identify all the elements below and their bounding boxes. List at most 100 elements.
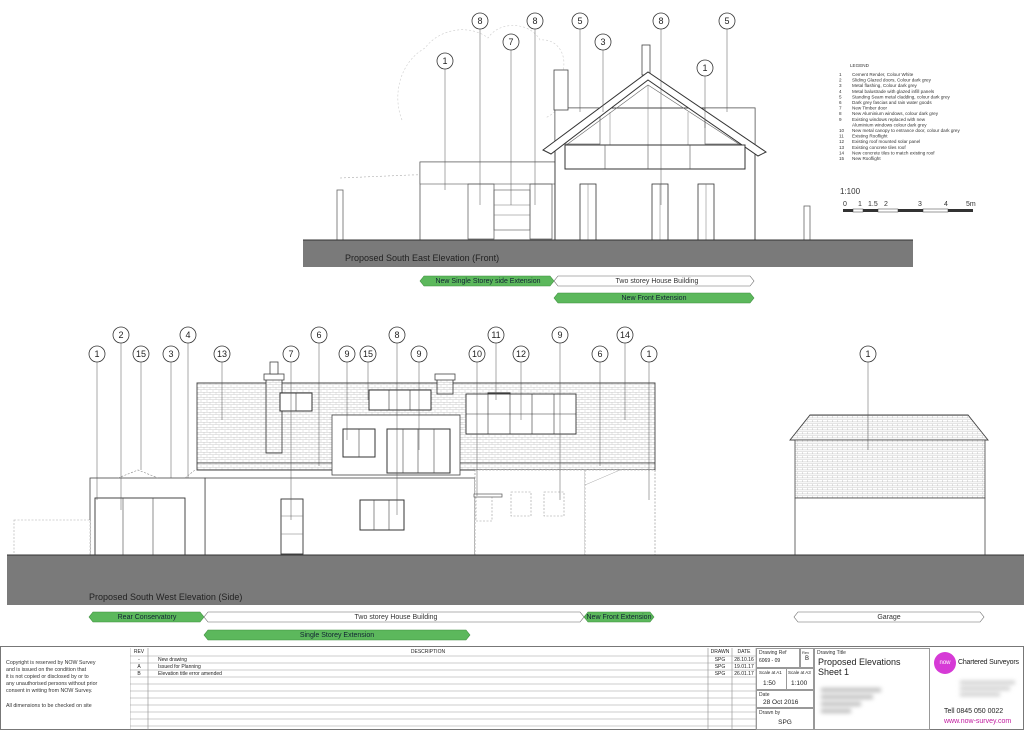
callout-number: 13: [217, 349, 227, 359]
date-cell: Date 28 Oct 2016: [756, 690, 814, 708]
callout-marker: 1: [88, 345, 106, 363]
callout-number: 8: [477, 16, 482, 26]
legend-text: New Timber door: [852, 106, 887, 111]
callout-number: 8: [658, 16, 663, 26]
drawing-ref-cell: Drawing Ref 6069 - 09: [756, 648, 800, 668]
legend-text: Sliding Glazed doors, Colour dark grey: [852, 78, 932, 83]
copyright-line: it is not copied or disclosed by or to: [6, 674, 89, 680]
side-ground-floor-wall: [204, 477, 476, 556]
legend-number: 4: [839, 89, 842, 94]
legend-number: 1: [839, 72, 842, 77]
scale-a3-label: Scale at A3: [788, 670, 811, 675]
callout-number: 15: [363, 349, 373, 359]
band-two-storey-side-label: Two storey House Building: [355, 614, 438, 621]
date-label: Date: [759, 692, 770, 698]
callout-number: 5: [724, 16, 729, 26]
callout-marker: 15: [359, 345, 377, 363]
front-bands: New Single Storey side Extension Two sto…: [419, 275, 755, 304]
dimensions-note: All dimensions to be checked on site: [6, 703, 92, 709]
callout-number: 6: [316, 330, 321, 340]
legend-number: 14: [839, 150, 845, 155]
callout-circle: [718, 12, 736, 30]
scale-a1-label: Scale at A1: [759, 670, 782, 675]
legend-text: New Rooflight: [852, 156, 881, 161]
front-elevation-title: Proposed South East Elevation (Front): [345, 253, 499, 263]
callout-marker: 1: [696, 59, 714, 77]
callout-number: 7: [288, 349, 293, 359]
side-door: [280, 498, 304, 555]
revision-rev: A: [137, 664, 141, 670]
callout-number: 7: [508, 37, 513, 47]
garage-tile-face: [794, 439, 986, 499]
legend-number: 12: [839, 139, 845, 144]
callout-number: 9: [557, 330, 562, 340]
callout-circle: [112, 326, 130, 344]
scale-tick-label: 1.5: [868, 201, 878, 208]
side-elevation-title: Proposed South West Elevation (Side): [89, 592, 242, 602]
balcony-glazing: [564, 144, 746, 170]
callout-circle: [859, 345, 877, 363]
callout-marker: 12: [512, 345, 530, 363]
scale-tick-label: 4: [944, 201, 948, 208]
drawn-header: DRAWN: [710, 649, 730, 655]
date-value: 28 Oct 2016: [763, 699, 799, 706]
legend-number: 13: [839, 145, 845, 150]
callout-marker: 10: [468, 345, 486, 363]
callout-circle: [179, 326, 197, 344]
side-ground: [7, 555, 1024, 605]
garage-wall: [794, 497, 986, 556]
callout-circle: [282, 345, 300, 363]
band-new-front-extension-side: [583, 611, 655, 623]
callout-marker: 7: [282, 345, 300, 363]
tree-outline: [397, 25, 565, 121]
legend-number: 9: [839, 117, 842, 122]
legend-text: New metal canopy to entrance door, colou…: [852, 128, 960, 133]
legend-text: Metal flashing, Colour dark grey: [852, 83, 918, 88]
legend-number: 8: [839, 111, 842, 116]
revision-grid: [130, 648, 756, 730]
chimney-left: [265, 377, 283, 454]
drawing-title-cell: Drawing Title Proposed Elevations Sheet …: [814, 648, 930, 730]
band-side-extension: [419, 275, 555, 287]
callout-circle: [468, 345, 486, 363]
drawing-title-line2: Sheet 1: [818, 667, 850, 677]
callout-number: 8: [532, 16, 537, 26]
callout-circle: [162, 345, 180, 363]
legend-text: Existing concrete tiles roof: [852, 145, 906, 150]
copyright-note: Copyright is reserved by NOW Survey and …: [6, 660, 126, 710]
legend-number: 7: [839, 106, 842, 111]
callout-marker: 14: [616, 326, 634, 344]
callout-circle: [359, 345, 377, 363]
callout-circle: [616, 326, 634, 344]
band-two-storey-front: [553, 275, 755, 287]
callout-marker: 1: [640, 345, 658, 363]
callout-number: 1: [865, 349, 870, 359]
callout-circle: [591, 345, 609, 363]
drawn-by-value: SPG: [778, 719, 792, 726]
callout-circle: [652, 12, 670, 30]
company-address-redacted: [960, 678, 1020, 708]
front-gable-roof: [542, 71, 767, 157]
callout-circle: [132, 345, 150, 363]
front-ground: [303, 240, 913, 267]
legend-number: 3: [839, 83, 842, 88]
callout-marker: 4: [179, 326, 197, 344]
callout-circle: [213, 345, 231, 363]
callout-circle: [338, 345, 356, 363]
legend-text: Standing Seam metal cladding, colour dar…: [852, 94, 951, 99]
band-two-storey-side: [203, 611, 585, 623]
rev-label: Rev: [802, 650, 810, 655]
side-bands: Rear Conservatory Two storey House Build…: [88, 611, 985, 641]
rev-header: REV: [133, 649, 145, 655]
legend-number: 5: [839, 94, 842, 99]
band-single-storey: [203, 629, 471, 641]
copyright-line: and is issued on the condition that: [6, 667, 87, 673]
revision-description: Issued for Planning: [158, 664, 201, 670]
company-web[interactable]: www.now-survey.com: [944, 718, 1012, 725]
callout-marker: 15: [132, 345, 150, 363]
callout-marker: 8: [471, 12, 489, 30]
